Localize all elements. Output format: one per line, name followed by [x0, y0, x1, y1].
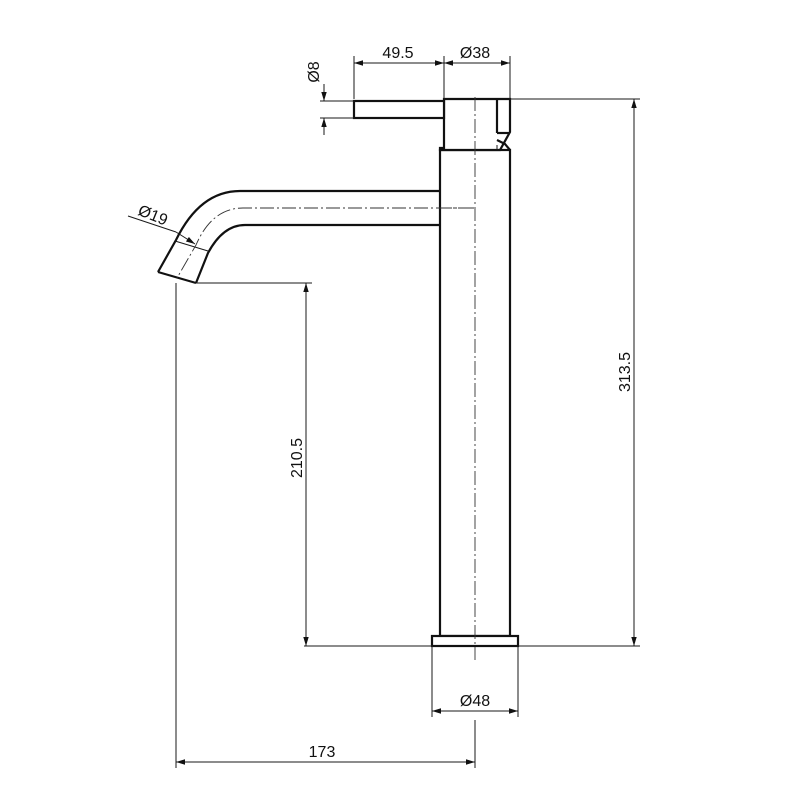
- body-diameter-label: Ø38: [460, 45, 490, 62]
- spout-height-label: 210.5: [289, 438, 306, 478]
- base-diameter-label: Ø48: [460, 693, 490, 710]
- spout: [157, 189, 440, 273]
- faucet-outline: [157, 97, 520, 648]
- dimension-base-diameter: Ø48: [431, 646, 519, 717]
- dimension-body-diameter: Ø38: [444, 45, 511, 99]
- center-lines: [176, 97, 476, 660]
- spout-diameter-label: Ø19: [135, 202, 170, 229]
- lever-length-label: 49.5: [382, 45, 413, 62]
- total-height-label: 313.5: [617, 352, 634, 392]
- dimension-spout-reach: 173: [175, 283, 476, 768]
- dimension-spout-height: 210.5: [196, 282, 432, 647]
- lever: [352, 99, 446, 120]
- dimension-lever-length: 49.5: [353, 45, 445, 99]
- lever-diameter-label: Ø8: [306, 61, 323, 82]
- dimension-total-height: 313.5: [510, 98, 640, 647]
- dimension-lever-diameter: Ø8: [306, 61, 354, 135]
- spout-reach-label: 173: [309, 744, 336, 761]
